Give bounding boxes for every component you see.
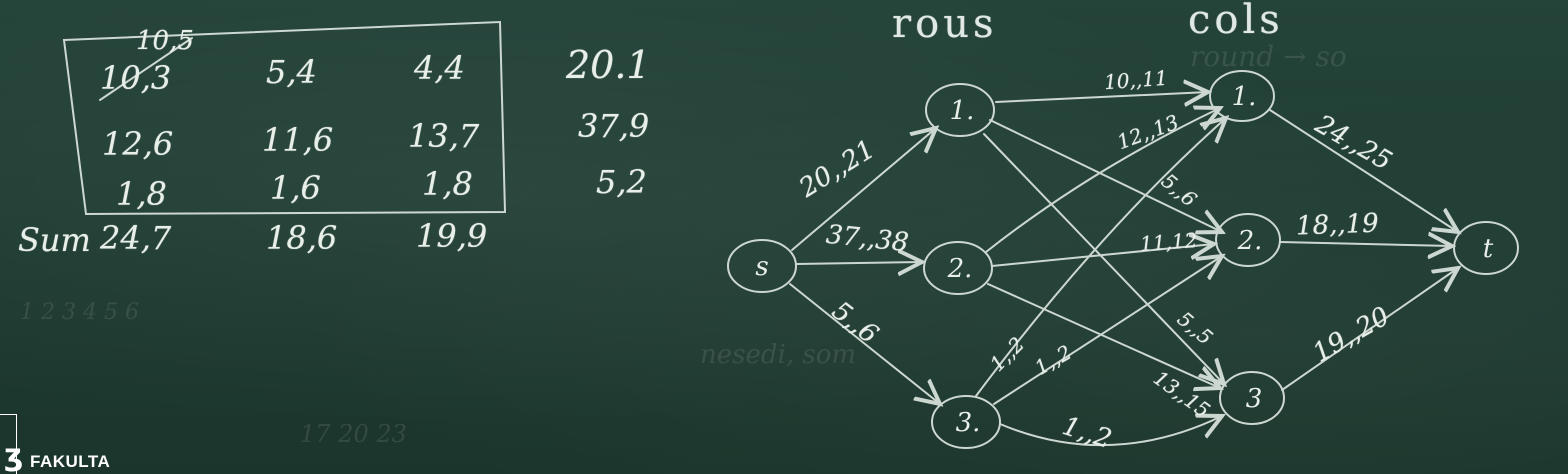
strikethrough-stroke xyxy=(99,37,193,101)
node-right-1-label: 1. xyxy=(1231,82,1257,112)
faint-scribble: 17 20 23 xyxy=(300,420,407,448)
faint-scribble: nesedi, som xyxy=(700,340,856,370)
edge-l3-r2 xyxy=(993,256,1222,405)
column-sum: 24,7 xyxy=(100,219,172,257)
node-left-3-label: 3. xyxy=(955,408,981,438)
table-cell: 1,8 xyxy=(422,165,473,203)
edge-l1-r3 xyxy=(983,133,1224,384)
faculty-logo-text: FAKULTA xyxy=(30,452,111,471)
edge-label: 18,,19 xyxy=(1295,208,1380,242)
row-total: 20.1 xyxy=(566,43,651,87)
node-r3-circle xyxy=(1219,371,1285,425)
node-right-2-label: 2. xyxy=(1237,226,1263,256)
node-right-3-label: 3 xyxy=(1245,384,1263,414)
table-cell: 4,4 xyxy=(414,49,465,87)
edge-l1-r1 xyxy=(995,92,1208,102)
node-sink-label: t xyxy=(1482,234,1494,264)
edge-l3-r3 xyxy=(999,416,1222,447)
node-l3-circle xyxy=(931,395,1001,449)
rows-heading: rous xyxy=(892,1,998,47)
faculty-logo-frame xyxy=(0,414,17,474)
faculty-logo-icon: ʒ xyxy=(4,438,24,473)
edge-l2-r1 xyxy=(985,108,1220,253)
table-cell: 1,8 xyxy=(116,175,167,213)
edge-label: 11,12 xyxy=(1139,228,1199,256)
faint-scribble: 1 2 3 4 5 6 xyxy=(20,300,139,325)
row-total: 37,9 xyxy=(578,107,650,145)
edge-r2-t xyxy=(1279,242,1452,246)
table-cell: 5,4 xyxy=(266,53,317,91)
sum-label: Sum xyxy=(18,221,91,259)
cols-heading: cols xyxy=(1188,0,1284,43)
edge-l2-r2 xyxy=(991,244,1214,267)
edge-s-l2 xyxy=(795,262,922,264)
column-sum: 19,9 xyxy=(416,217,488,255)
table-frame xyxy=(62,20,507,216)
table-cell-struck: 10,3 xyxy=(100,59,172,97)
edge-l1-r2 xyxy=(989,119,1222,232)
edge-l2-r3 xyxy=(987,283,1220,388)
node-l1-circle xyxy=(925,83,995,137)
edge-r3-t xyxy=(1281,268,1458,391)
row-total: 5,2 xyxy=(596,163,647,201)
column-sum: 18,6 xyxy=(266,219,338,257)
edge-label: 10,,11 xyxy=(1103,65,1169,95)
table-cell: 13,7 xyxy=(408,117,480,155)
edge-r1-t xyxy=(1269,109,1458,232)
faint-scribble: round → so xyxy=(1190,40,1347,73)
node-left-2-label: 2. xyxy=(947,254,973,284)
table-cell: 12,6 xyxy=(102,125,174,163)
edge-l3-r1 xyxy=(975,118,1226,397)
table-cell: 10,5 xyxy=(136,26,194,56)
table-cell: 11,6 xyxy=(262,121,334,159)
edge-s-l3 xyxy=(789,283,940,404)
node-left-1-label: 1. xyxy=(949,96,975,126)
edge-s-l1 xyxy=(791,128,936,251)
node-s-circle xyxy=(727,239,797,293)
table-cell: 1,6 xyxy=(270,169,321,207)
node-source-label: s xyxy=(755,252,769,282)
